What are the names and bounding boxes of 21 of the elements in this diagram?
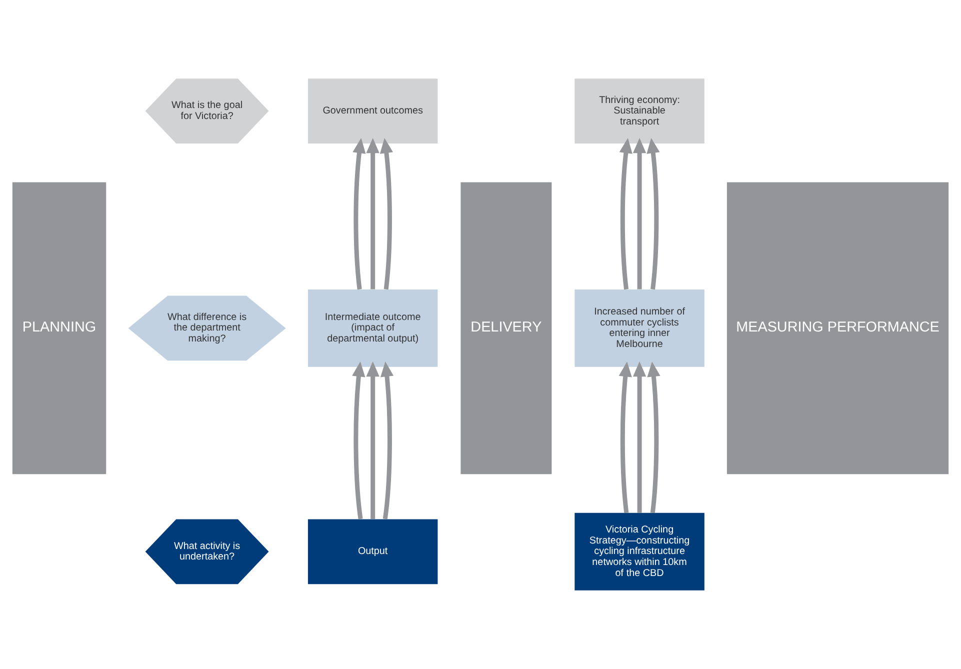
- node-box: DELIVERY: [460, 182, 552, 474]
- arrow: [352, 362, 366, 520]
- arrow: [380, 362, 394, 520]
- node-box: Increased number of commuter cyclists entering inner Melbourne: [574, 289, 704, 367]
- arrow: [619, 138, 632, 290]
- node-box: Victoria Cycling Strategy—constructing cycling infrastructure networks within 10km of the CBD: [574, 512, 704, 590]
- node-box: MEASURING PERFORMANCE: [726, 182, 949, 474]
- arrow: [646, 138, 660, 290]
- arrow: [366, 362, 380, 519]
- arrow: [632, 362, 646, 513]
- arrow: [618, 362, 632, 514]
- node-box: Government outcomes: [308, 78, 438, 144]
- node-box: Output: [308, 519, 438, 584]
- node-box: Intermediate outcome (impact of departmental output): [308, 289, 438, 367]
- arrow: [366, 138, 380, 290]
- arrow: [380, 138, 393, 290]
- node-box: PLANNING: [12, 182, 106, 474]
- arrow: [632, 138, 646, 290]
- node-box: Thriving economy: Sustainable transport: [574, 78, 704, 144]
- arrow: [647, 362, 660, 514]
- arrow: [352, 138, 366, 290]
